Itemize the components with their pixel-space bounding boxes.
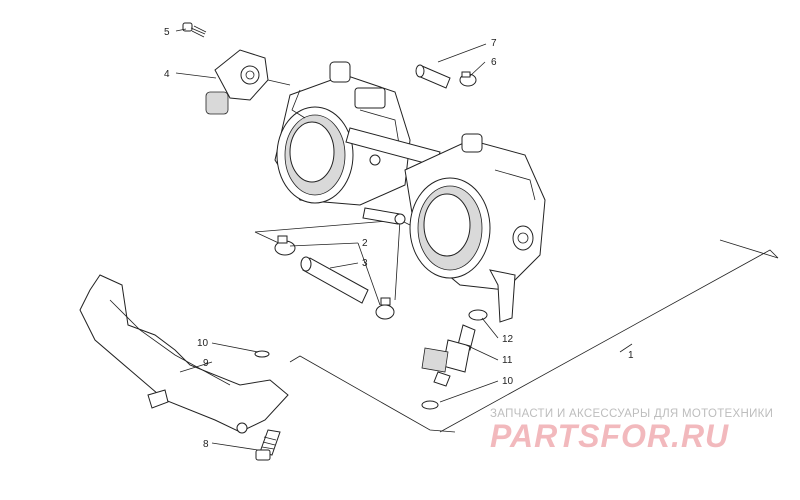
callout-6: 6 — [491, 57, 497, 68]
center-fittings — [362, 207, 406, 225]
hose-part-7 — [415, 64, 451, 89]
callout-10-upper: 10 — [197, 338, 209, 349]
hose-part-3 — [300, 256, 369, 304]
clamp-part-2-b — [375, 297, 395, 320]
callout-9: 9 — [203, 358, 209, 369]
callout-7: 7 — [491, 38, 497, 49]
callout-2: 2 — [362, 238, 368, 249]
bolt-part-5 — [182, 22, 207, 38]
oring-part-12 — [468, 309, 488, 321]
callout-5: 5 — [164, 27, 170, 38]
sensor-part-4 — [205, 49, 291, 115]
assembly-frame — [254, 219, 779, 433]
watermark: ЗАПЧАСТИ И АКСЕССУАРЫ ДЛЯ МОТОТЕХНИКИ PA… — [490, 408, 773, 454]
callout-1: 1 — [628, 350, 634, 361]
clamp-part-2-a — [274, 235, 296, 256]
throttle-body-right — [404, 133, 546, 323]
fuel-rail-part-9 — [79, 274, 289, 434]
callout-10-lower: 10 — [502, 376, 514, 387]
leader-lines — [175, 28, 633, 451]
callout-3: 3 — [362, 258, 368, 269]
callout-labels: 1 2 3 4 5 6 7 8 9 10 10 11 12 — [164, 27, 634, 450]
screw-part-8 — [255, 429, 281, 461]
callout-11: 11 — [502, 355, 513, 366]
callout-12: 12 — [502, 334, 514, 345]
oring-part-10-b — [421, 400, 439, 410]
injector-part-11 — [421, 324, 476, 387]
watermark-tagline: ЗАПЧАСТИ И АКСЕССУАРЫ ДЛЯ МОТОТЕХНИКИ — [490, 408, 773, 420]
oring-part-10-a — [254, 350, 270, 358]
throttle-body-left — [274, 61, 411, 206]
callout-4: 4 — [164, 69, 170, 80]
watermark-logo: PARTSFOR.RU — [490, 418, 729, 454]
clamp-part-6 — [459, 71, 477, 87]
callout-8: 8 — [203, 439, 209, 450]
